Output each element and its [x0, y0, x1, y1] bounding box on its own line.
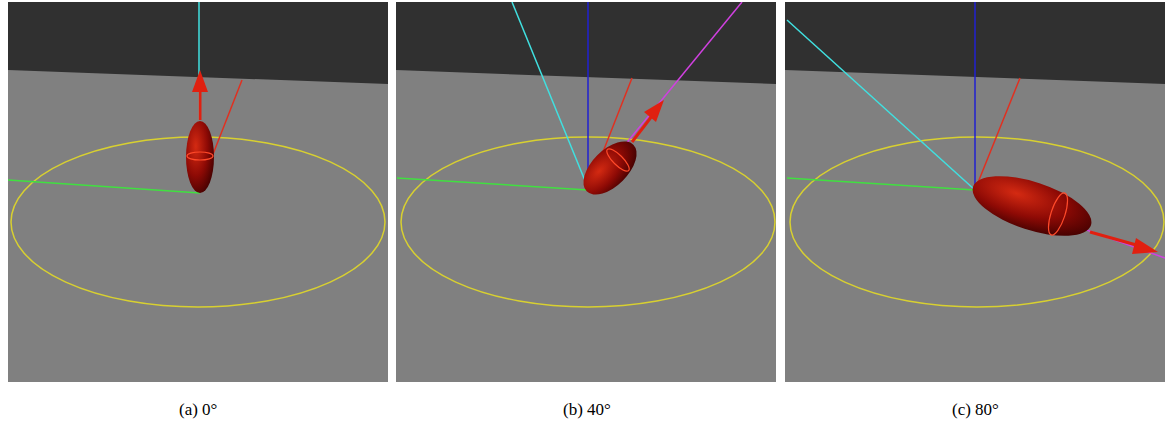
panel-caption: (a) 0° [179, 400, 217, 420]
panel-caption: (c) 80° [952, 400, 999, 420]
panel-caption: (b) 40° [563, 400, 611, 420]
panel-c [785, 2, 1165, 382]
panel-b [396, 2, 776, 382]
panel-a [8, 2, 388, 382]
